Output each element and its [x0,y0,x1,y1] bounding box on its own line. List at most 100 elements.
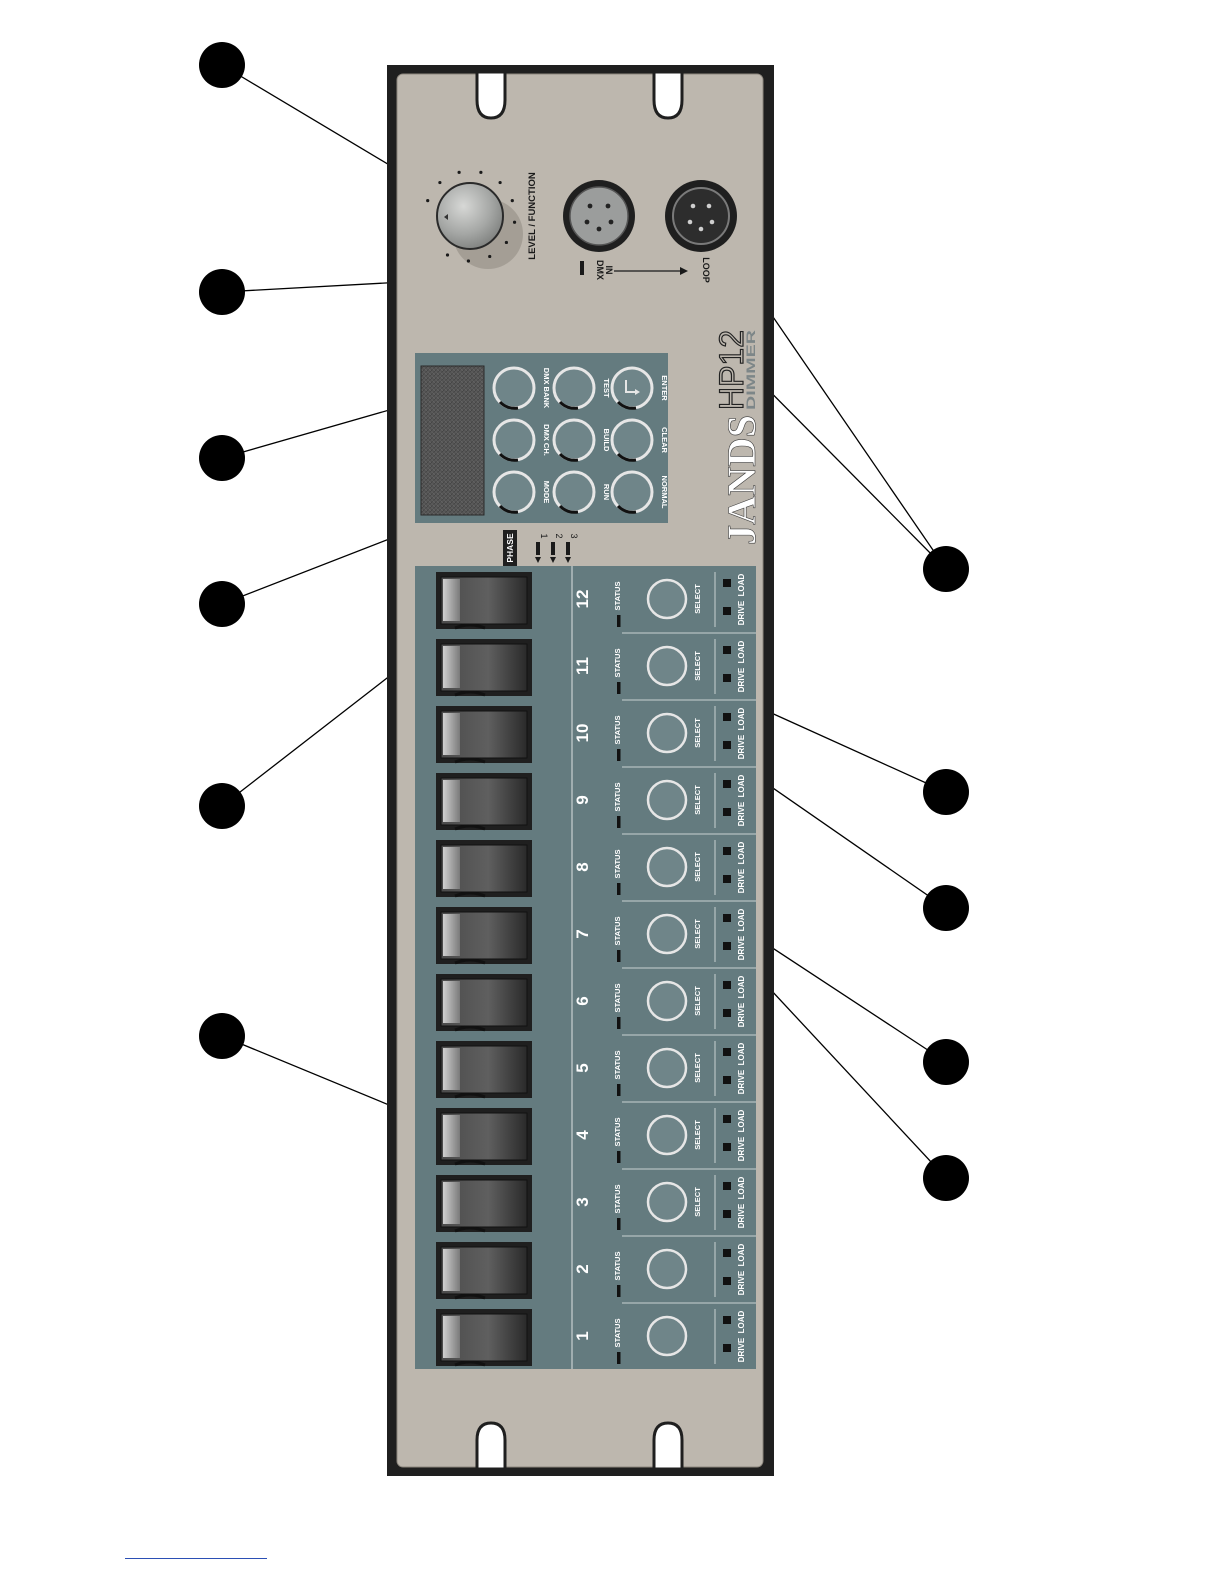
keypad-key[interactable]: TEST [552,366,611,410]
load-label: LOAD [737,1243,746,1266]
dmx-in-connector[interactable] [563,180,635,252]
select-button[interactable] [646,846,688,888]
drive-label: DRIVE [737,1069,746,1094]
status-led [617,615,621,627]
keypad-key[interactable]: ENTER [610,366,669,410]
status-led [617,1017,621,1029]
circuit-breaker[interactable] [436,907,532,965]
keypad-key-label: NORMAL [660,476,669,509]
select-button[interactable] [646,779,688,821]
keypad-key[interactable]: DMX CH. [492,418,551,462]
callout-markers [199,42,969,1201]
select-label: SELECT [693,785,702,815]
keypad-key[interactable]: BUILD [552,418,611,462]
knob-tick [426,199,430,203]
status-label: STATUS [613,1252,622,1281]
select-button[interactable] [646,1047,688,1089]
load-led [723,1115,731,1123]
circuit-breaker[interactable] [436,572,532,630]
select-label: SELECT [693,651,702,681]
keypad-key-label: TEST [602,378,611,398]
callout-marker [923,546,969,592]
drive-led [723,1076,731,1084]
select-button[interactable] [646,1181,688,1223]
breakers [436,572,532,1367]
select-button[interactable] [646,1248,688,1290]
circuit-breaker[interactable] [436,1242,532,1300]
keypad-key-label: BUILD [602,429,611,452]
loop-label: LOOP [701,257,711,283]
knob-tick [466,259,471,263]
circuit-breaker[interactable] [436,773,532,831]
keypad-key[interactable]: CLEAR [610,418,669,462]
keypad-key[interactable]: RUN [552,470,611,514]
select-button[interactable] [646,712,688,754]
select-button[interactable] [646,1114,688,1156]
load-led [723,1182,731,1190]
status-label: STATUS [613,917,622,946]
circuit-breaker[interactable] [436,974,532,1032]
level-function-knob[interactable] [436,182,523,269]
channel-number: 5 [573,1063,592,1072]
callout-marker [199,42,245,88]
knob-pointer-icon [444,214,448,220]
status-led [617,749,621,761]
drive-led [723,1277,731,1285]
status-led [617,682,621,694]
load-led [723,1316,731,1324]
keypad-key[interactable]: NORMAL [610,470,669,514]
drive-led [723,674,731,682]
drive-label: DRIVE [737,1270,746,1295]
load-label: LOAD [737,573,746,596]
knob-tick [457,170,461,174]
keypad-key[interactable]: MODE [492,470,551,514]
select-button[interactable] [646,913,688,955]
channel-number: 11 [573,657,592,675]
keypad-key[interactable]: DMX BANK [492,366,551,410]
status-led [617,1352,621,1364]
drive-led [723,607,731,615]
brand-name: JANDS [719,415,764,545]
select-button[interactable] [646,980,688,1022]
status-label: STATUS [613,1319,622,1348]
circuit-breaker[interactable] [436,1108,532,1166]
circuit-breaker[interactable] [436,840,532,898]
drive-led [723,942,731,950]
dmx-in-label-2: IN [604,266,614,275]
phase-number: 3 [569,533,579,538]
select-label: SELECT [693,718,702,748]
knob-tick [445,253,450,257]
circuit-breaker[interactable] [436,1041,532,1099]
select-button[interactable] [646,578,688,620]
circuit-breaker[interactable] [436,1175,532,1233]
select-label: SELECT [693,852,702,882]
channel-number: 8 [573,862,592,871]
select-button[interactable] [646,1315,688,1357]
select-button[interactable] [646,645,688,687]
callout-marker [199,1013,245,1059]
status-led [617,950,621,962]
keypad-key-label: RUN [602,484,611,500]
callout-marker [199,269,245,315]
select-label: SELECT [693,919,702,949]
status-led [617,816,621,828]
circuit-breaker[interactable] [436,706,532,764]
circuit-breaker[interactable] [436,1309,532,1367]
circuit-breaker[interactable] [436,639,532,697]
load-label: LOAD [737,774,746,797]
load-label: LOAD [737,707,746,730]
footnote-rule [125,1558,267,1559]
loop-connector[interactable] [665,180,737,252]
load-led [723,1249,731,1257]
load-led [723,780,731,788]
status-label: STATUS [613,1051,622,1080]
load-label: LOAD [737,1109,746,1132]
channel-number: 9 [573,795,592,804]
channel-number: 7 [573,929,592,938]
